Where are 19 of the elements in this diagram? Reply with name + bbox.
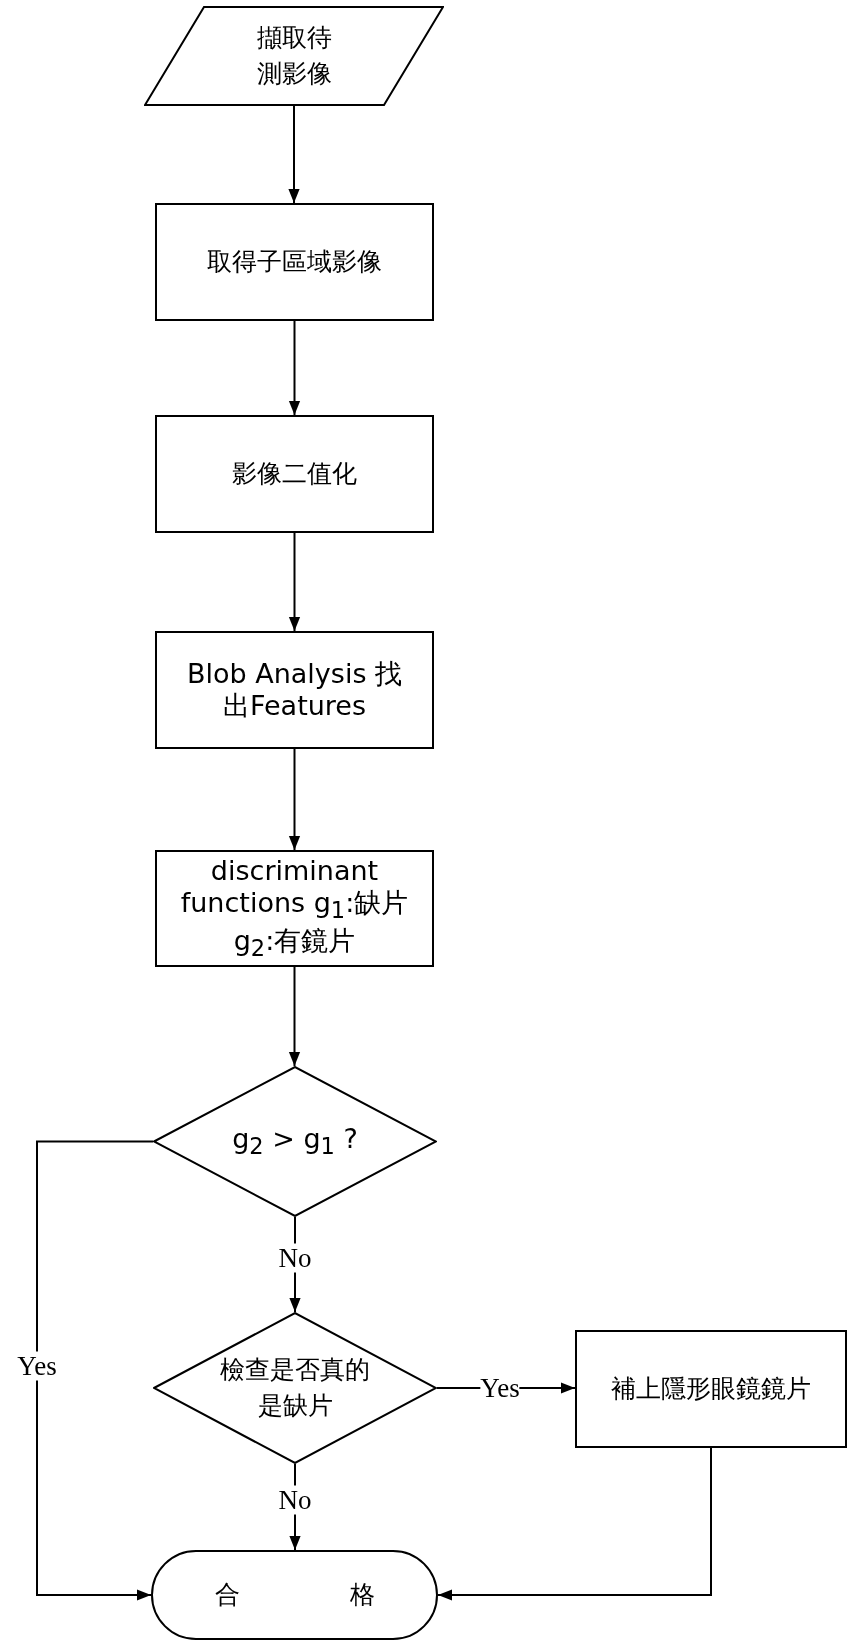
arrow: [288, 966, 301, 1067]
edge-label: No: [278, 1243, 312, 1273]
arrow: [288, 532, 301, 632]
edge-label: No: [278, 1485, 312, 1515]
edge-label: Yes: [17, 1351, 57, 1381]
arrow: [288, 748, 301, 851]
process-box: discriminant functions g$_{1}$:缺片 g$_{2}$:有鏡片: [155, 850, 434, 967]
arrow: [36, 1140, 154, 1601]
decision-diamond: g$_{2}$ > g$_{1}$ ?: [153, 1066, 437, 1217]
input-parallelogram: 擷取待測影像: [144, 6, 444, 106]
arrow: [288, 105, 300, 204]
process-box: 影像二值化: [155, 415, 434, 533]
process-box: Blob Analysis 找出Features: [155, 631, 434, 749]
arrow: [288, 320, 301, 416]
process-box: 取得子區域影像: [155, 203, 434, 321]
arrow: [437, 1447, 712, 1601]
decision-diamond: 檢查是否真的是缺片: [153, 1312, 437, 1464]
terminator-shape: 合格: [151, 1550, 438, 1640]
process-box: 補上隱形眼鏡鏡片: [575, 1330, 847, 1448]
